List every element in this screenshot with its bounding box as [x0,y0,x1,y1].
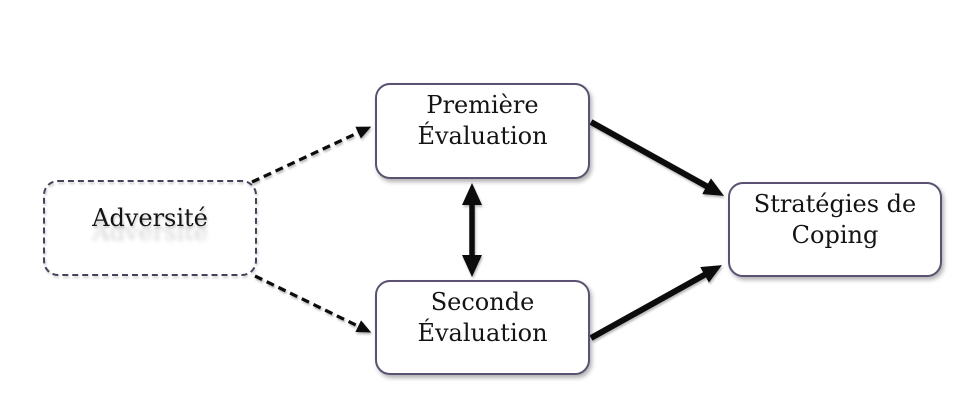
node-premiere-evaluation-label: Première Évaluation [417,91,548,150]
edge-premiere-to-strategies-arrow [589,119,724,196]
node-seconde-evaluation-label: Seconde Évaluation [417,287,548,347]
node-adversite-label: Adversité [92,203,208,232]
node-strategies-de-coping-label: Stratégies de Coping [753,189,917,249]
edge-adversite-to-seconde-arrow [254,274,372,333]
edge-premiere-seconde-double-arrow [462,183,482,277]
node-premiere-evaluation: Première Évaluation [375,83,590,179]
edge-adversite-to-premiere-arrow [251,126,372,184]
node-adversite: Adversité [43,180,257,276]
node-seconde-evaluation: Seconde Évaluation [375,280,590,375]
node-strategies-de-coping: Stratégies de Coping [728,182,942,277]
edge-seconde-to-strategies-arrow [589,265,722,341]
